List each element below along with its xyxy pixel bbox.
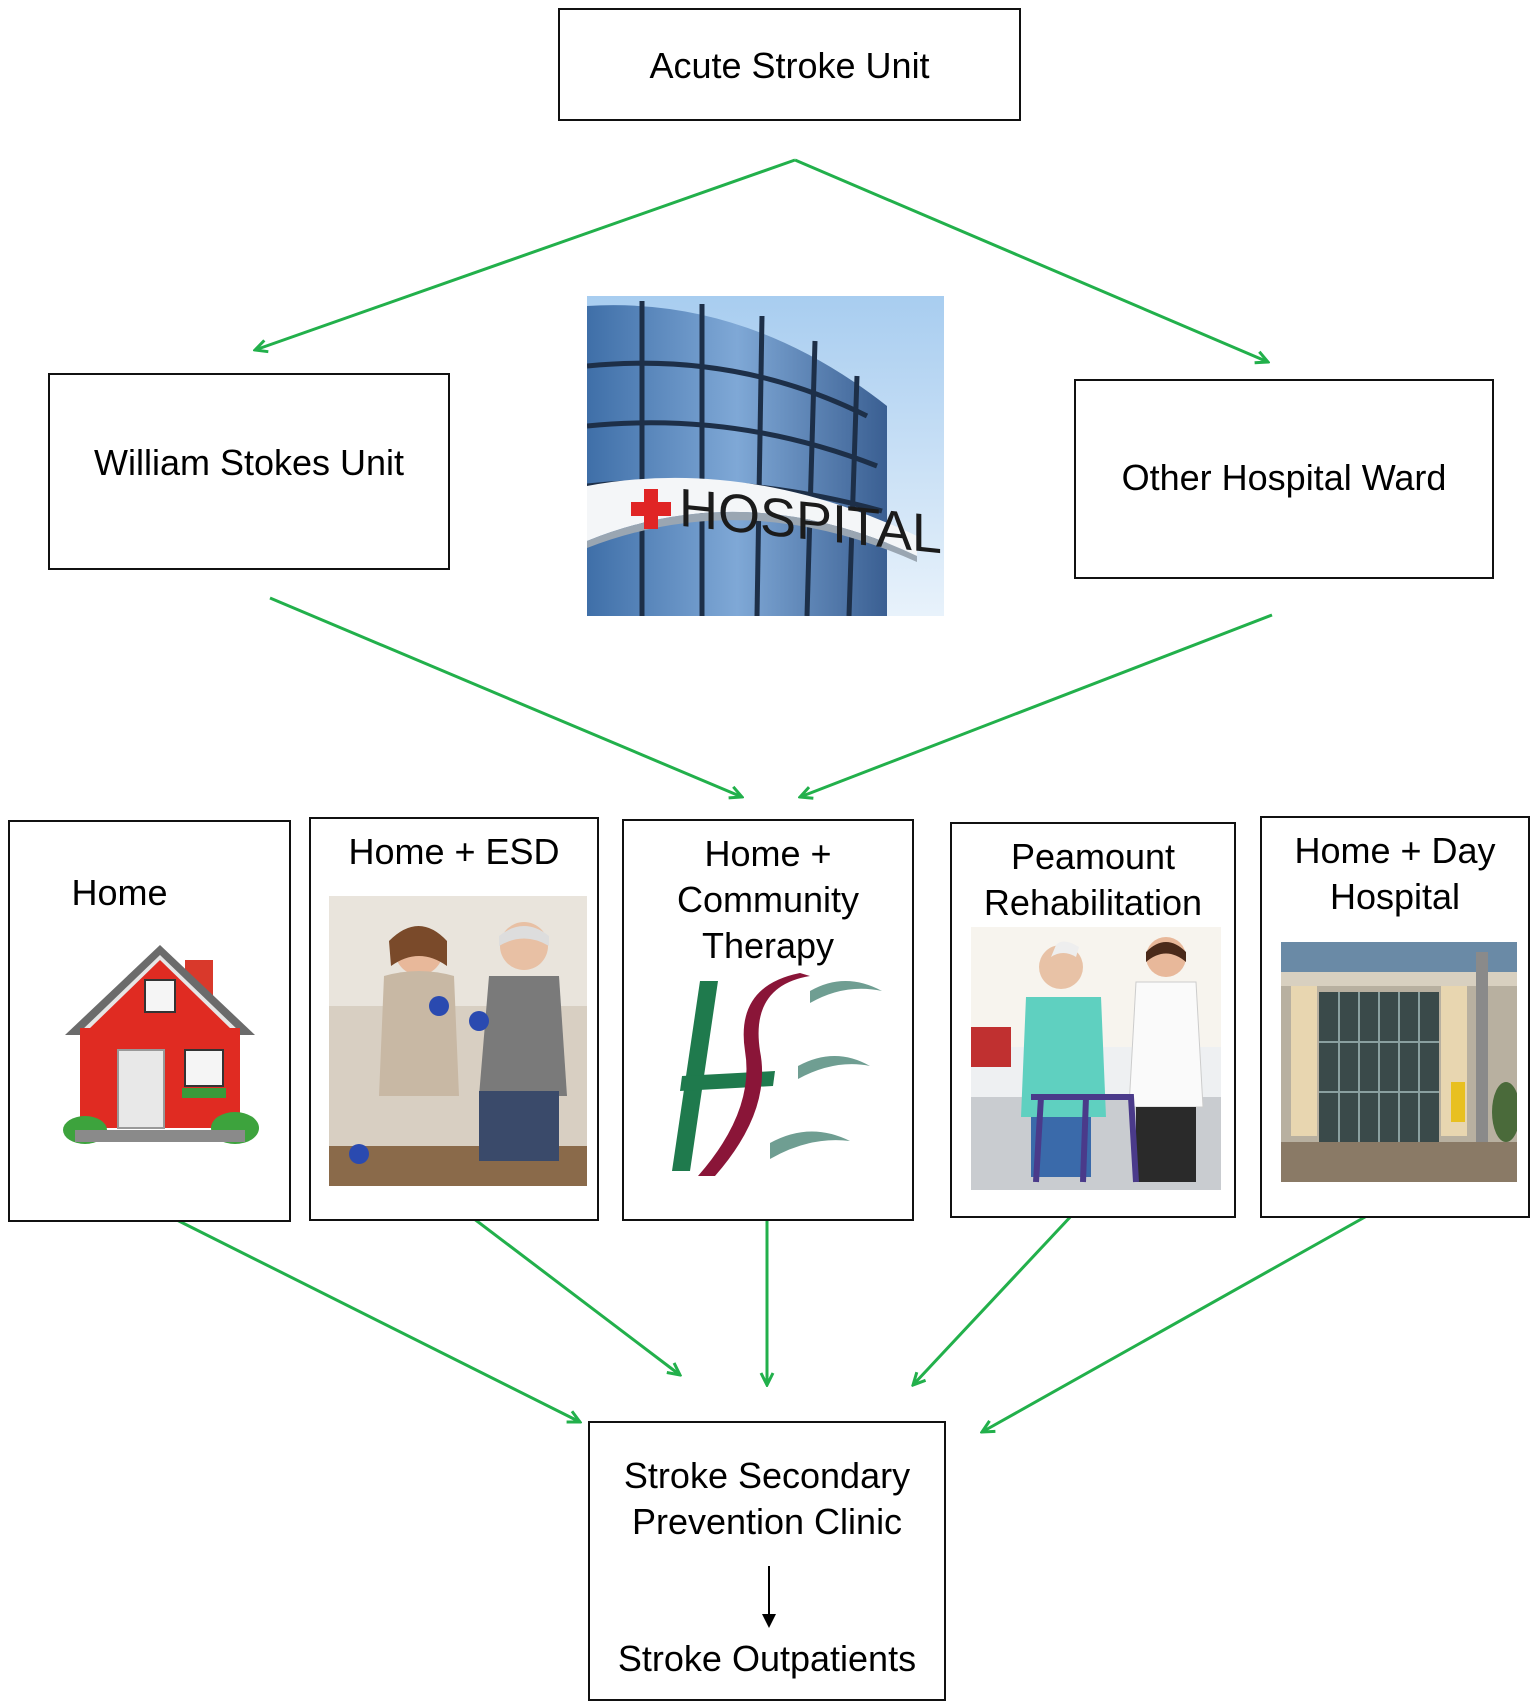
arrow-acute-to-william — [255, 158, 796, 350]
node-home-community-therapy: Home + Community Therapy — [622, 819, 914, 1221]
arrow-william-to-community — [269, 596, 742, 797]
node-other-hospital-ward: Other Hospital Ward — [1074, 379, 1494, 579]
node-home-esd-label: Home + ESD — [348, 831, 560, 872]
node-outpatients-label: Stroke Outpatients — [617, 1638, 917, 1679]
node-home-day-hospital: Home + Day Hospital — [1260, 816, 1530, 1218]
node-home-label: Home — [71, 872, 168, 913]
node-stroke-secondary-prevention-clinic: Stroke Secondary Prevention Clinic Strok… — [588, 1421, 946, 1701]
node-acute-label: Acute Stroke Unit — [649, 45, 930, 86]
carer-with-patient-icon — [329, 896, 587, 1186]
arrow-esd-to-clinic — [439, 1191, 680, 1375]
node-home-community-label: Home + Community Therapy — [676, 833, 860, 966]
hse-logo-icon — [672, 973, 882, 1176]
node-clinic-label: Stroke Secondary Prevention Clinic — [623, 1455, 911, 1542]
hospital-image: HOSPITAL — [587, 296, 944, 616]
node-day-hospital-label: Home + Day Hospital — [1294, 830, 1496, 917]
hospital-building-icon: HOSPITAL — [587, 296, 944, 616]
node-other-ward-label: Other Hospital Ward — [1121, 457, 1447, 498]
red-house-icon — [63, 945, 259, 1144]
node-peamount-rehabilitation: Peamount Rehabilitation — [950, 822, 1236, 1218]
walking-frame-rehab-icon — [971, 927, 1221, 1190]
arrow-home-to-clinic — [132, 1196, 580, 1422]
arrow-day-hospital-to-clinic — [982, 1188, 1414, 1432]
clinic-to-outpatients-arrow — [762, 1566, 776, 1628]
day-hospital-entrance-icon — [1281, 942, 1517, 1182]
peamount-image — [971, 927, 1221, 1190]
node-william-label: William Stokes Unit — [93, 442, 405, 483]
node-peamount-label: Peamount Rehabilitation — [983, 836, 1203, 923]
arrow-other-ward-to-community — [800, 613, 1273, 797]
node-home-esd: Home + ESD — [309, 817, 599, 1221]
esd-image — [329, 896, 587, 1186]
node-acute-stroke-unit: Acute Stroke Unit — [558, 8, 1021, 121]
arrow-acute-to-other-ward — [794, 158, 1268, 362]
node-william-stokes-unit: William Stokes Unit — [48, 373, 450, 570]
hse-logo — [660, 971, 882, 1181]
day-hospital-image — [1281, 942, 1517, 1182]
arrow-peamount-to-clinic — [913, 1196, 1090, 1385]
home-image — [60, 940, 260, 1145]
node-home: Home — [8, 820, 291, 1222]
